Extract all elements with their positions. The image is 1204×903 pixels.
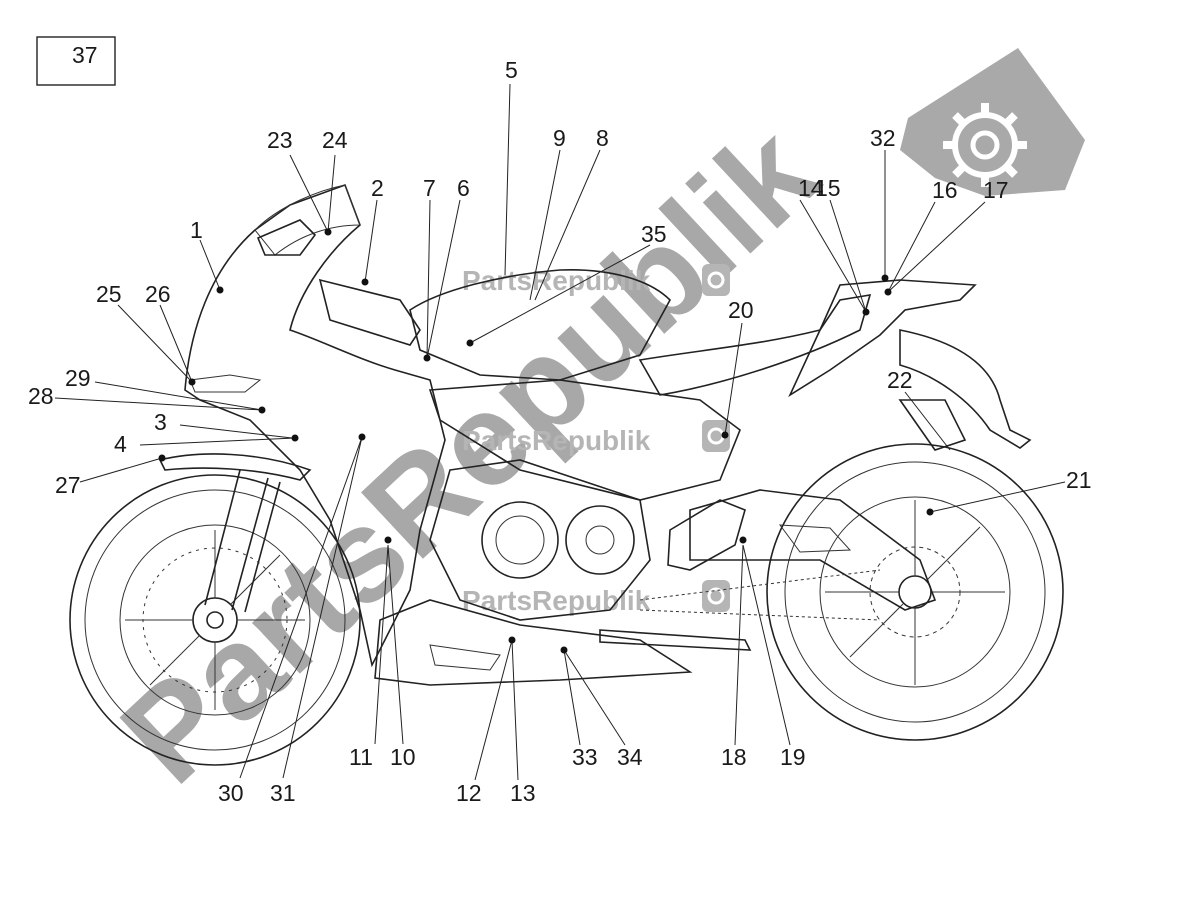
callout-20: 20 xyxy=(728,297,754,323)
tail-section xyxy=(788,279,977,398)
front-wheel xyxy=(69,474,361,766)
gear-icon xyxy=(943,103,1027,187)
swingarm xyxy=(689,489,937,611)
callout-11: 11 xyxy=(349,744,373,770)
callout-12: 12 xyxy=(456,780,482,806)
callout-9: 9 xyxy=(553,125,566,151)
headlight xyxy=(189,374,262,393)
callout-3: 3 xyxy=(154,409,167,435)
callout-22: 22 xyxy=(887,367,913,393)
engine xyxy=(429,459,651,621)
watermark-label-3: PartsRepublik xyxy=(462,585,651,616)
rear-wheel xyxy=(766,443,1064,741)
watermark-flag xyxy=(900,48,1085,196)
front-fairing xyxy=(184,183,446,668)
callout-14: 14 xyxy=(798,175,824,201)
footpeg-bracket xyxy=(667,499,746,571)
callout-16: 16 xyxy=(932,177,958,203)
callout-2: 2 xyxy=(371,175,384,201)
callout-30: 30 xyxy=(218,780,244,806)
part-markers xyxy=(158,228,934,654)
chain xyxy=(639,569,881,621)
callout-34: 34 xyxy=(617,744,643,770)
watermark: PartsRepublik PartsRepublik PartsRepubli… xyxy=(94,48,1085,810)
callout-1: 1 xyxy=(190,217,203,243)
callout-21: 21 xyxy=(1066,467,1092,493)
callout-labels: 1 2 3 4 5 6 7 8 9 10 11 12 13 14 15 16 1… xyxy=(28,57,1092,806)
frame xyxy=(428,379,741,501)
windscreen xyxy=(254,184,361,256)
swingarm-slot xyxy=(778,524,852,553)
handlebar xyxy=(318,278,421,346)
callout-32: 32 xyxy=(870,125,896,151)
fuel-tank xyxy=(409,268,671,381)
callout-29: 29 xyxy=(65,365,91,391)
callout-13: 13 xyxy=(510,780,536,806)
reference-box: 37 xyxy=(36,36,116,86)
belly-pan xyxy=(374,599,693,686)
box-label: 37 xyxy=(72,42,98,68)
callout-15: 15 xyxy=(815,175,841,201)
callout-35: 35 xyxy=(641,221,667,247)
motorcycle-drawing xyxy=(69,183,1064,766)
gear-icon xyxy=(702,264,730,296)
callout-10: 10 xyxy=(390,744,416,770)
callout-17: 17 xyxy=(983,177,1009,203)
callout-24: 24 xyxy=(322,127,348,153)
gear-icon xyxy=(702,580,730,612)
callout-5: 5 xyxy=(505,57,518,83)
callout-7: 7 xyxy=(423,175,436,201)
front-fork xyxy=(204,469,281,613)
tail-tidy xyxy=(899,329,1032,449)
callout-26: 26 xyxy=(145,281,171,307)
callout-33: 33 xyxy=(572,744,598,770)
belly-pan-vent xyxy=(429,644,501,671)
mirror xyxy=(256,219,317,256)
callout-28: 28 xyxy=(28,383,54,409)
callout-6: 6 xyxy=(457,175,470,201)
rear-hanger xyxy=(898,399,967,451)
front-mudguard xyxy=(158,453,312,481)
callout-23: 23 xyxy=(267,127,293,153)
callout-27: 27 xyxy=(55,472,81,498)
leader-lines xyxy=(54,83,1066,781)
callout-25: 25 xyxy=(96,281,122,307)
side-stand xyxy=(599,629,752,651)
callout-31: 31 xyxy=(270,780,296,806)
callout-8: 8 xyxy=(596,125,609,151)
callout-4: 4 xyxy=(114,431,127,457)
callout-19: 19 xyxy=(780,744,806,770)
callout-18: 18 xyxy=(721,744,747,770)
watermark-label-2: PartsRepublik xyxy=(462,425,651,456)
